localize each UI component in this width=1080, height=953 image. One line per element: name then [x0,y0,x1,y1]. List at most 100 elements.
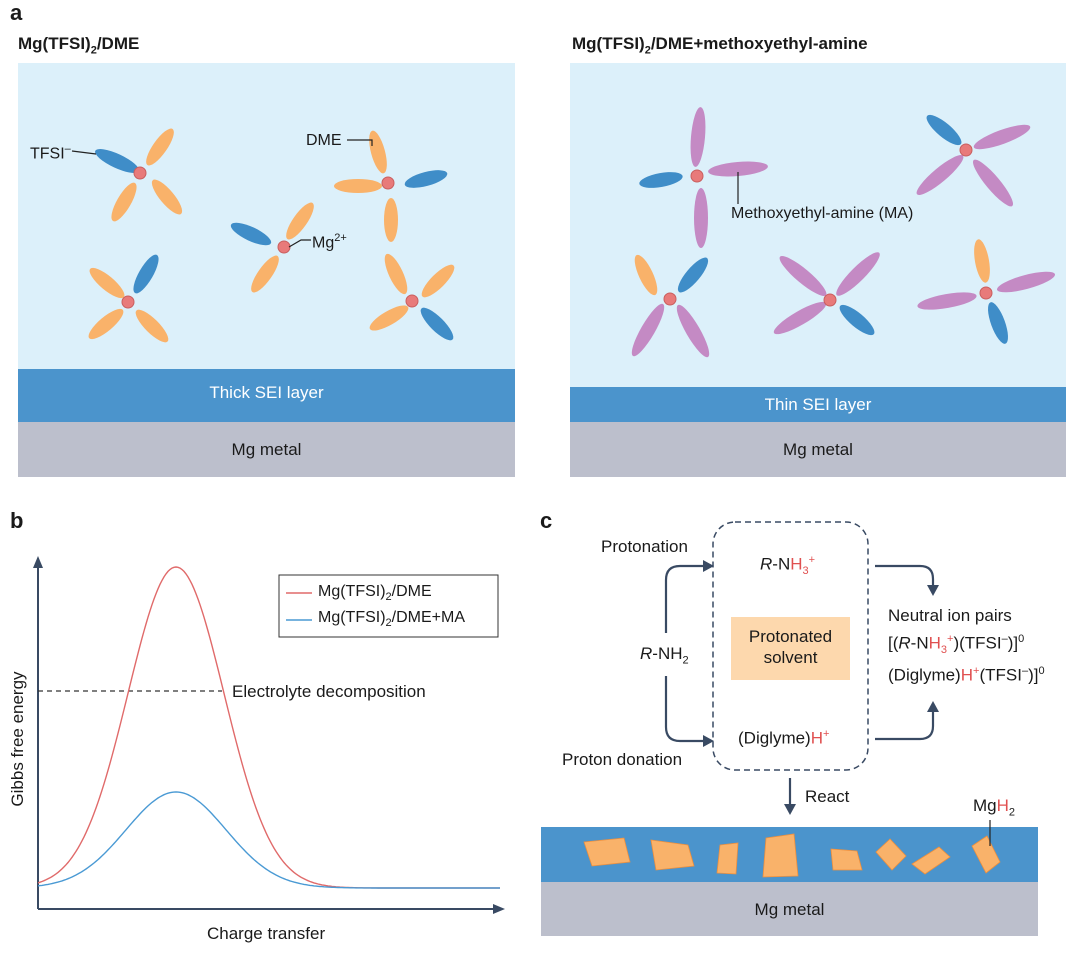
legend-dmema-base: Mg(TFSI) [318,609,386,626]
mg-metal-left-label: Mg metal [231,440,302,459]
protonated-solvent-highlight [731,617,850,680]
title-rest: /DME+methoxyethyl-amine [650,34,868,53]
ma-label: Methoxyethyl-amine (MA) [731,205,914,222]
cluster-left-3 [230,202,314,293]
pair1-c: )] [1007,633,1019,653]
ion-pair-2: (Diglyme)H+(TFSI–)]0 [888,665,1045,686]
legend-box [278,574,499,638]
cluster-left-2 [88,254,169,343]
to-ion-pairs-bottom-path [875,711,935,741]
mg-ion [133,166,147,180]
pair2-c: )] [1028,665,1039,685]
title-sub: 2 [90,44,97,57]
x-axis-label: Charge transfer [207,924,326,943]
rnh2-r: R [640,644,653,663]
thin-sei-label: Thin SEI layer [764,395,872,414]
sei-thin [570,387,1066,422]
tfsi-leader-line [71,150,97,155]
pair1-h: H [928,633,941,653]
dme-ellipse [111,182,137,222]
pair1-sub: 3 [940,644,948,657]
pair1-a: [( [888,633,899,653]
tfsi-charge: – [64,143,71,155]
diglyme-text: (Diglyme) [738,728,811,748]
cluster-right-3 [631,254,710,358]
pair2-sup: + [973,665,980,677]
legend-dmema-rest: /DME+MA [391,609,466,626]
legend-dme-rest: /DME [391,583,432,600]
panel-a-left-title: Mg(TFSI)2/DME [18,34,139,56]
legend-entry-dme: Mg(TFSI)2/DME [318,583,432,603]
pair2-b: (TFSI [979,665,1022,685]
rnh3-label: R-NH3+ [760,554,815,577]
rnh2-label: R-NH2 [640,644,689,666]
to-ion-pairs-top-arrowhead [927,585,939,596]
cluster-right-1 [639,107,768,248]
cluster-left-4 [334,130,448,242]
mg-leader-line [288,239,311,248]
rnh3-sub: 3 [802,565,809,578]
pair1-zero: 0 [1018,633,1025,645]
protonated-line1: Protonated [748,627,833,646]
mgh2-mg: Mg [973,796,997,815]
mgh2-sub: 2 [1008,806,1016,819]
title-base: Mg(TFSI) [18,34,91,53]
donation-arrowhead [703,735,714,747]
rnh3-n: -N [772,554,791,574]
legend-dme-sub: 2 [385,591,392,604]
pair2-minus: – [1021,665,1029,677]
panel-c-diagram [541,521,1038,936]
to-ion-pairs-top-path [875,564,935,586]
rnh3-sup: + [808,554,816,566]
x-axis-arrow [493,904,505,914]
metal-left [18,422,515,477]
title-rest: /DME [96,34,140,53]
react-label: React [805,787,850,806]
panel-b-plot [33,556,505,914]
legend-dme-base: Mg(TFSI) [318,583,386,600]
thick-sei-label: Thick SEI layer [209,383,324,402]
protonated-solvent-label: Protonated solvent [731,626,850,668]
pair1-r: R [898,633,911,653]
ion-pair-1: [(R-NH3+)(TFSI–)]0 [888,633,1024,656]
title-base: Mg(TFSI) [572,34,645,53]
protonation-arrowhead [703,560,714,572]
pair1-minus: – [1001,633,1008,645]
mg-ion [381,176,395,190]
protonation-arrow-path [664,564,706,633]
pair1-b: )(TFSI [953,633,1002,653]
cluster-left-5 [369,253,455,341]
legend-entry-dme-ma: Mg(TFSI)2/DME+MA [318,609,465,629]
mgh2-label: MgH2 [973,796,1015,818]
curve-dme-ma [37,791,500,889]
panel-a-right-title: Mg(TFSI)2/DME+methoxyethyl-amine [572,34,868,56]
title-sub: 2 [644,44,651,57]
tfsi-label: TFSI– [30,143,71,163]
dme-leader-line [347,139,373,146]
y-axis-arrow [33,556,43,568]
diglyme-label: (Diglyme)H+ [738,728,829,749]
react-arrowhead [784,804,796,815]
mg-charge: 2+ [334,232,347,244]
mg-text: Mg [312,234,335,252]
panel-b-letter: b [10,508,24,533]
panel-a-letter: a [10,0,23,25]
mg-metal-c-label: Mg metal [754,900,825,919]
rnh3-r: R [760,554,773,574]
rnh2-rest: -NH [652,644,683,663]
pair1-sup: + [947,633,954,645]
rnh2-sub: 2 [682,654,689,667]
neutral-ion-pairs-title: Neutral ion pairs [888,606,1012,625]
protonated-solvent-box [712,521,869,771]
protonated-line2: solvent [763,648,818,667]
rnh3-h: H [790,554,803,574]
diglyme-sup: + [823,728,830,740]
pair2-zero: 0 [1038,665,1045,677]
cluster-right-5 [917,239,1056,344]
mg-ion [405,294,419,308]
mg-ion-label: Mg2+ [312,232,347,252]
threshold-label: Electrolyte decomposition [232,682,426,701]
protonation-label: Protonation [601,537,688,556]
y-axis-label: Gibbs free energy [8,671,27,807]
pair2-h: H [960,665,974,685]
